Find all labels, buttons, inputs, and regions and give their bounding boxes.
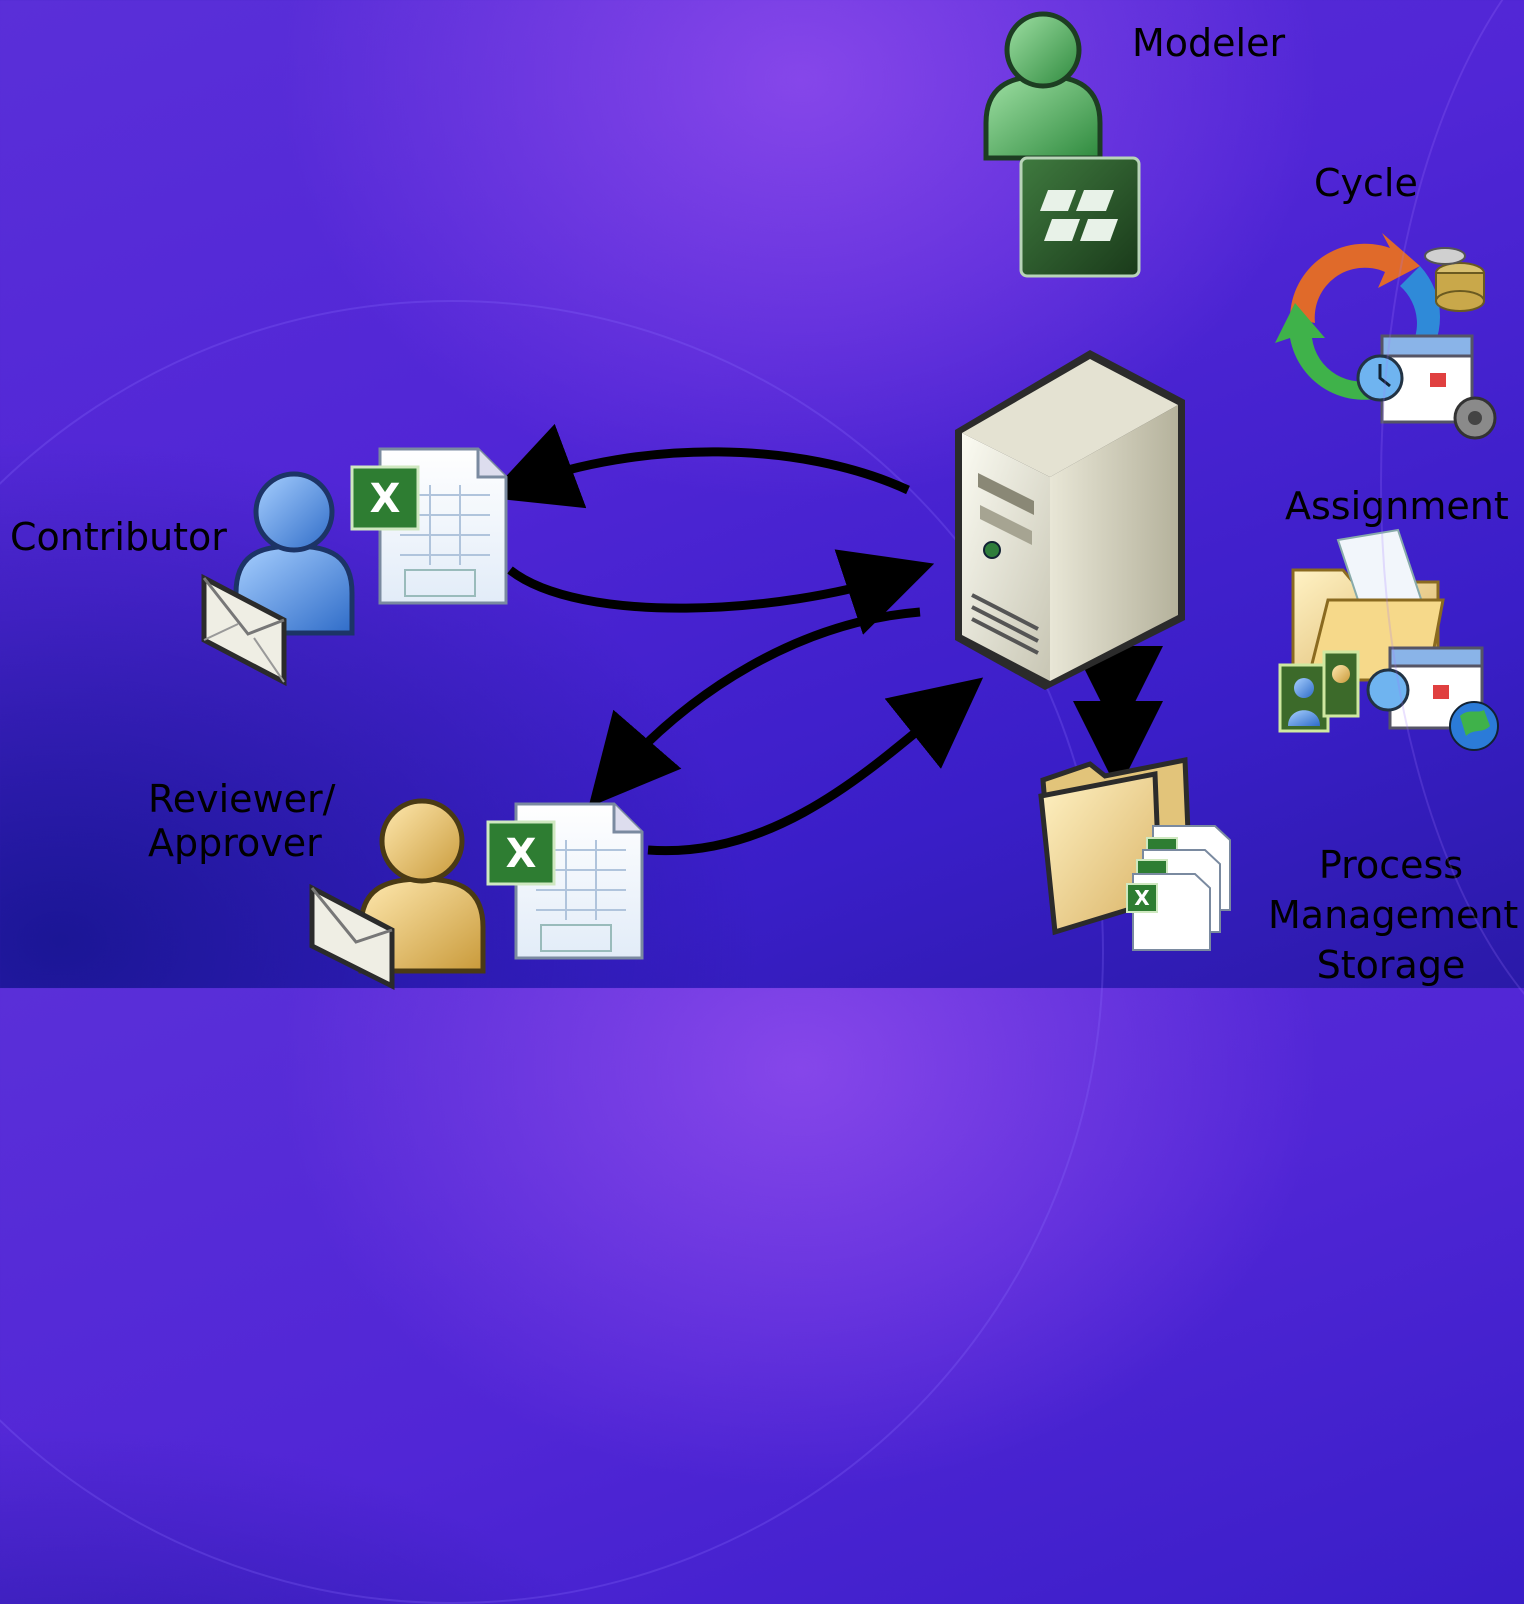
storage-label-line3: Storage [1316,943,1466,987]
assignment-folder-icon [1278,528,1499,751]
arrow-server-to-contributor [486,423,910,509]
excel-document-icon: X [350,447,508,605]
reviewer-label-line2: Approver [148,820,322,865]
server-icon [955,350,1185,690]
cycle-label: Cycle [1314,161,1418,205]
arrow-server-to-reviewer [588,607,921,808]
svg-text:X: X [370,476,401,522]
modeler-label: Modeler [1132,21,1286,65]
reviewer-label-line1: Reviewer/ [148,777,336,821]
svg-text:X: X [506,831,537,877]
excel-document-icon: X [486,802,644,960]
storage-label-line1: Process [1318,843,1464,887]
green-user-icon [983,11,1103,161]
contributor-label: Contributor [10,515,227,559]
arrow-contributor-to-server [507,549,935,635]
envelope-icon [309,883,395,991]
cycle-arrows-icon [1275,233,1497,440]
arrow-reviewer-to-server [647,677,984,856]
envelope-icon [201,573,287,687]
planning-modeler-icon [1019,156,1141,278]
storage-folder-icon: X [1038,756,1231,951]
reviewer-approver-label: Reviewer/ Approver [148,777,336,865]
flow-arrows [486,423,1163,856]
svg-text:X: X [1134,886,1150,910]
